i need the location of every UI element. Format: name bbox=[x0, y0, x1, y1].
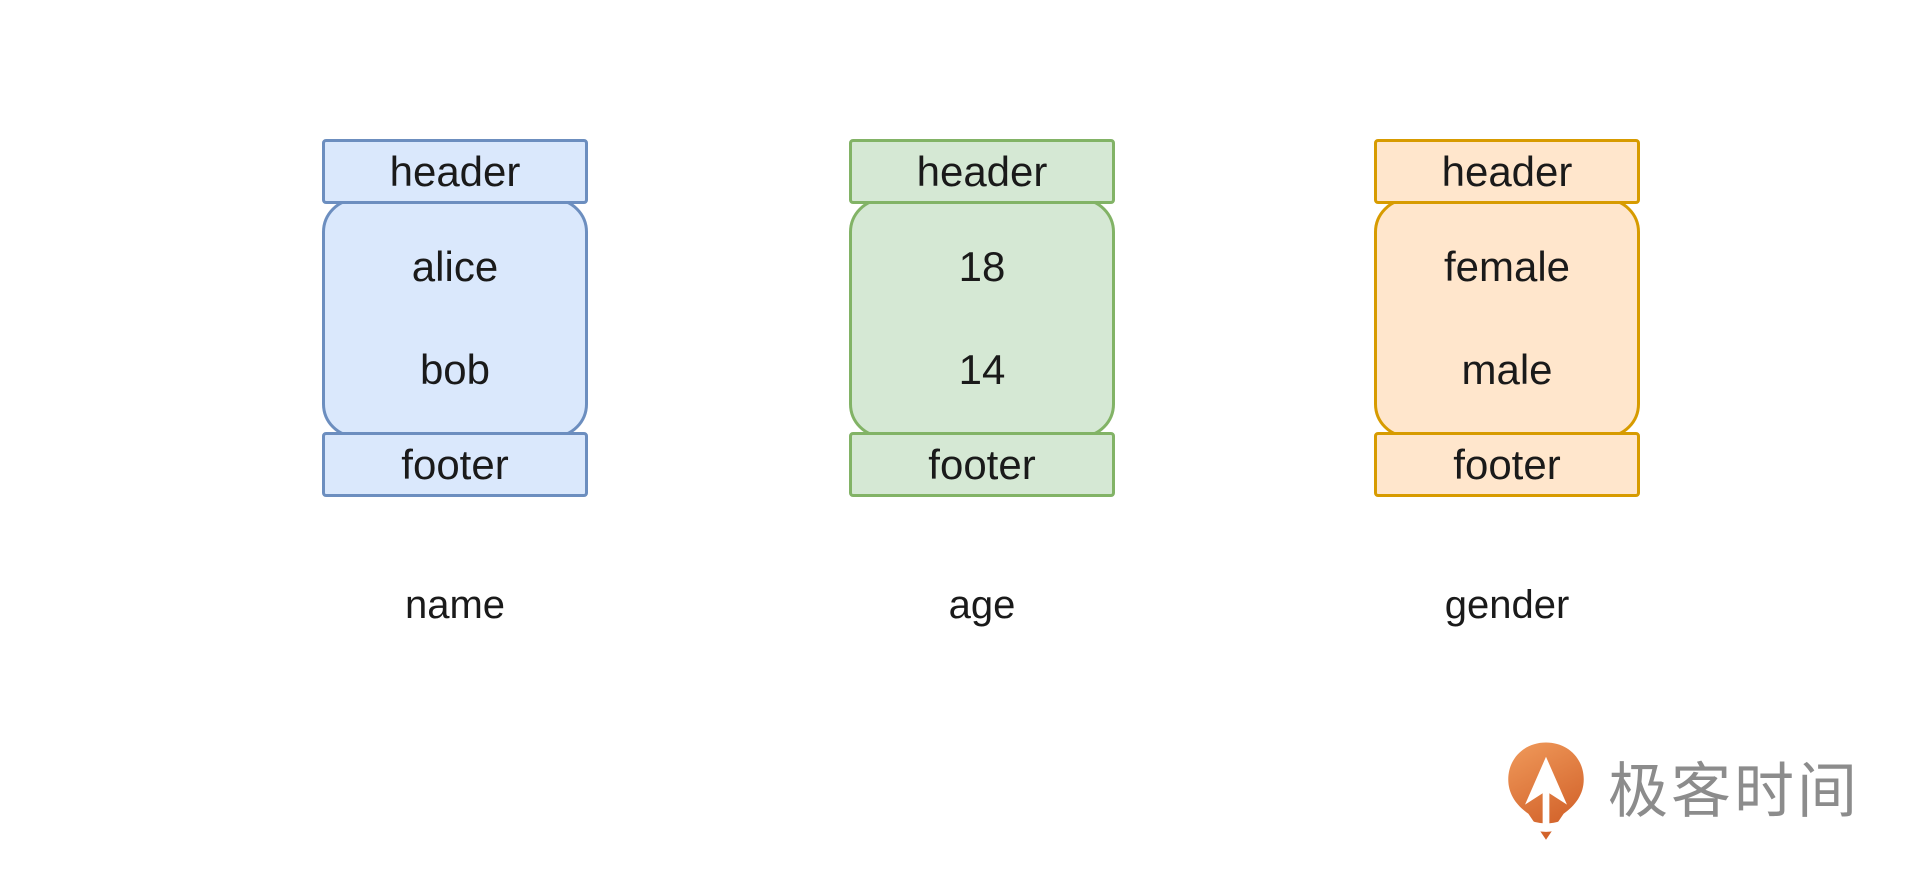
logo-text: 极客时间 bbox=[1608, 758, 1860, 825]
column-gender-body: female male bbox=[1374, 198, 1640, 438]
column-name: header alice bob footer name bbox=[322, 139, 588, 625]
column-age: header 18 14 footer age bbox=[849, 139, 1115, 625]
value-cell: alice bbox=[411, 242, 499, 290]
header-label: header bbox=[1441, 147, 1573, 195]
column-name-body: alice bob bbox=[322, 198, 588, 438]
footer-label: footer bbox=[401, 440, 509, 488]
value-cell: 14 bbox=[958, 345, 1006, 393]
header-label: header bbox=[389, 147, 521, 195]
column-label-name: name bbox=[404, 583, 506, 627]
column-name-footer: footer bbox=[322, 432, 588, 497]
column-age-body: 18 14 bbox=[849, 198, 1115, 438]
column-gender: header female male footer gender bbox=[1374, 139, 1640, 625]
column-gender-footer: footer bbox=[1374, 432, 1640, 497]
column-age-footer: footer bbox=[849, 432, 1115, 497]
column-label-gender: gender bbox=[1444, 583, 1570, 627]
column-name-header: header bbox=[322, 139, 588, 204]
value-cell: male bbox=[1461, 345, 1553, 393]
value-cell: female bbox=[1443, 242, 1571, 290]
column-age-header: header bbox=[849, 139, 1115, 204]
column-gender-header: header bbox=[1374, 139, 1640, 204]
value-cell: bob bbox=[419, 345, 491, 393]
value-cell: 18 bbox=[958, 242, 1006, 290]
footer-label: footer bbox=[1453, 440, 1561, 488]
footer-label: footer bbox=[928, 440, 1036, 488]
geektime-logo: 极客时间 bbox=[1504, 740, 1860, 844]
header-label: header bbox=[916, 147, 1048, 195]
column-label-age: age bbox=[948, 583, 1016, 627]
geektime-logo-icon bbox=[1508, 742, 1584, 840]
